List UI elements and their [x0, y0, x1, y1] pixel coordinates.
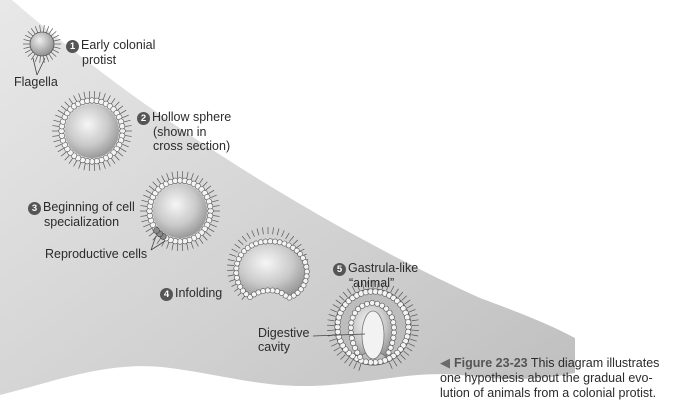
hollow-sphere [52, 91, 132, 171]
digestive-cavity-label: Digestive cavity [258, 326, 310, 354]
stage-2-number: 2 [137, 112, 150, 125]
reproductive-pointer-2 [150, 240, 166, 251]
flagella-pointer-2 [36, 57, 46, 76]
infolding-cells [233, 238, 310, 301]
background-wave [0, 366, 580, 418]
flagella-pointer-1 [32, 57, 38, 76]
stage-1-number: 1 [66, 40, 79, 53]
early-colonial-protist [23, 25, 61, 63]
reproductive-cells-label: Reproductive cells [45, 247, 148, 261]
gastrula-inner-cells [347, 300, 397, 360]
gastrula-embryo [327, 281, 419, 371]
figure-number: Figure 23-23 [454, 356, 528, 370]
specialized-sphere-cell-ring [140, 171, 220, 251]
background-slope [0, 0, 575, 418]
digestive-cavity [361, 310, 385, 360]
stage-5-number: 5 [333, 263, 346, 276]
gastrula-flagella [327, 281, 419, 371]
infolding-embryo [227, 227, 310, 301]
reproductive-pointer-1 [150, 235, 157, 251]
caption-arrow-icon: ◀ [440, 355, 450, 370]
hollow-sphere-cell-ring [52, 91, 132, 171]
gastrula-outer-cells [334, 288, 412, 366]
specialized-sphere [140, 171, 220, 251]
stage-4-number: 4 [160, 288, 173, 301]
digestive-cavity-pointer [312, 333, 366, 337]
flagella-label: Flagella [14, 75, 58, 89]
figure-caption: ◀Figure 23-23 This diagram illustrates o… [440, 355, 660, 400]
stage-3-number: 3 [28, 202, 41, 215]
